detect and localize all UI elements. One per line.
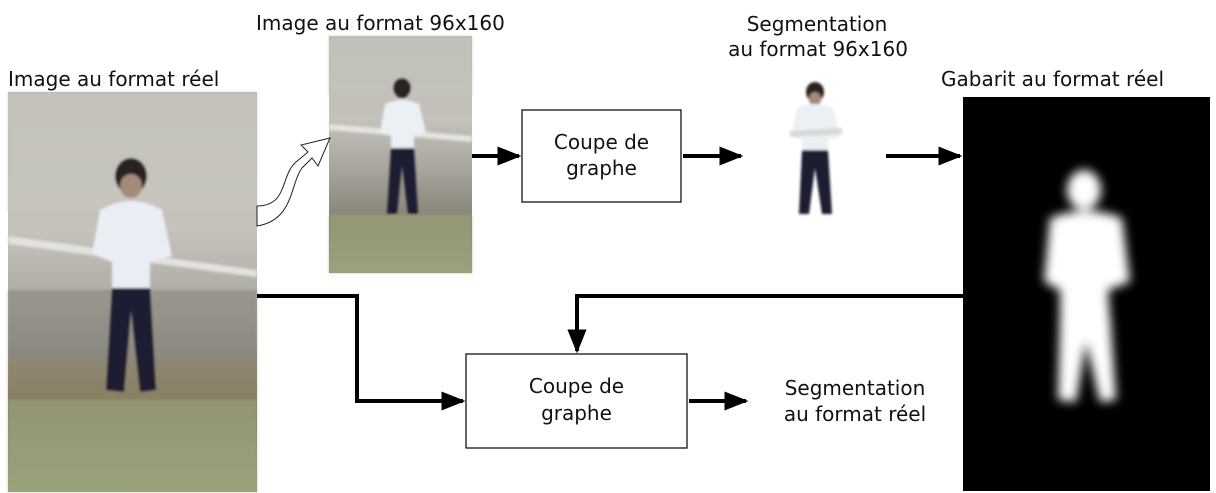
label-real-image: Image au format réel (8, 67, 220, 91)
box-bottom-line2: graphe (541, 401, 612, 425)
box-top-line1: Coupe de (553, 130, 650, 154)
downscale-arrow (256, 137, 331, 227)
box-bottom-line1: Coupe de (528, 374, 625, 398)
graph-cut-box-top (521, 109, 682, 203)
real-size-photo (8, 92, 257, 492)
label-final-seg-1: Segmentation (784, 376, 926, 400)
small-photo (329, 36, 472, 273)
graph-cut-box-bottom (465, 353, 688, 449)
label-final-seg-2: au format réel (783, 402, 927, 426)
label-small-image: Image au format 96x160 (256, 11, 505, 35)
template-mask (963, 97, 1210, 491)
label-small-seg-1: Segmentation (746, 12, 888, 36)
small-segmentation (790, 82, 842, 214)
arrow-template-to-bottom-cut (567, 294, 963, 354)
arrow-photo-to-bottom-cut (257, 294, 466, 411)
box-top-line2: graphe (566, 156, 637, 180)
label-small-seg-2: au format 96x160 (728, 37, 908, 61)
label-template: Gabarit au format réel (941, 67, 1165, 91)
